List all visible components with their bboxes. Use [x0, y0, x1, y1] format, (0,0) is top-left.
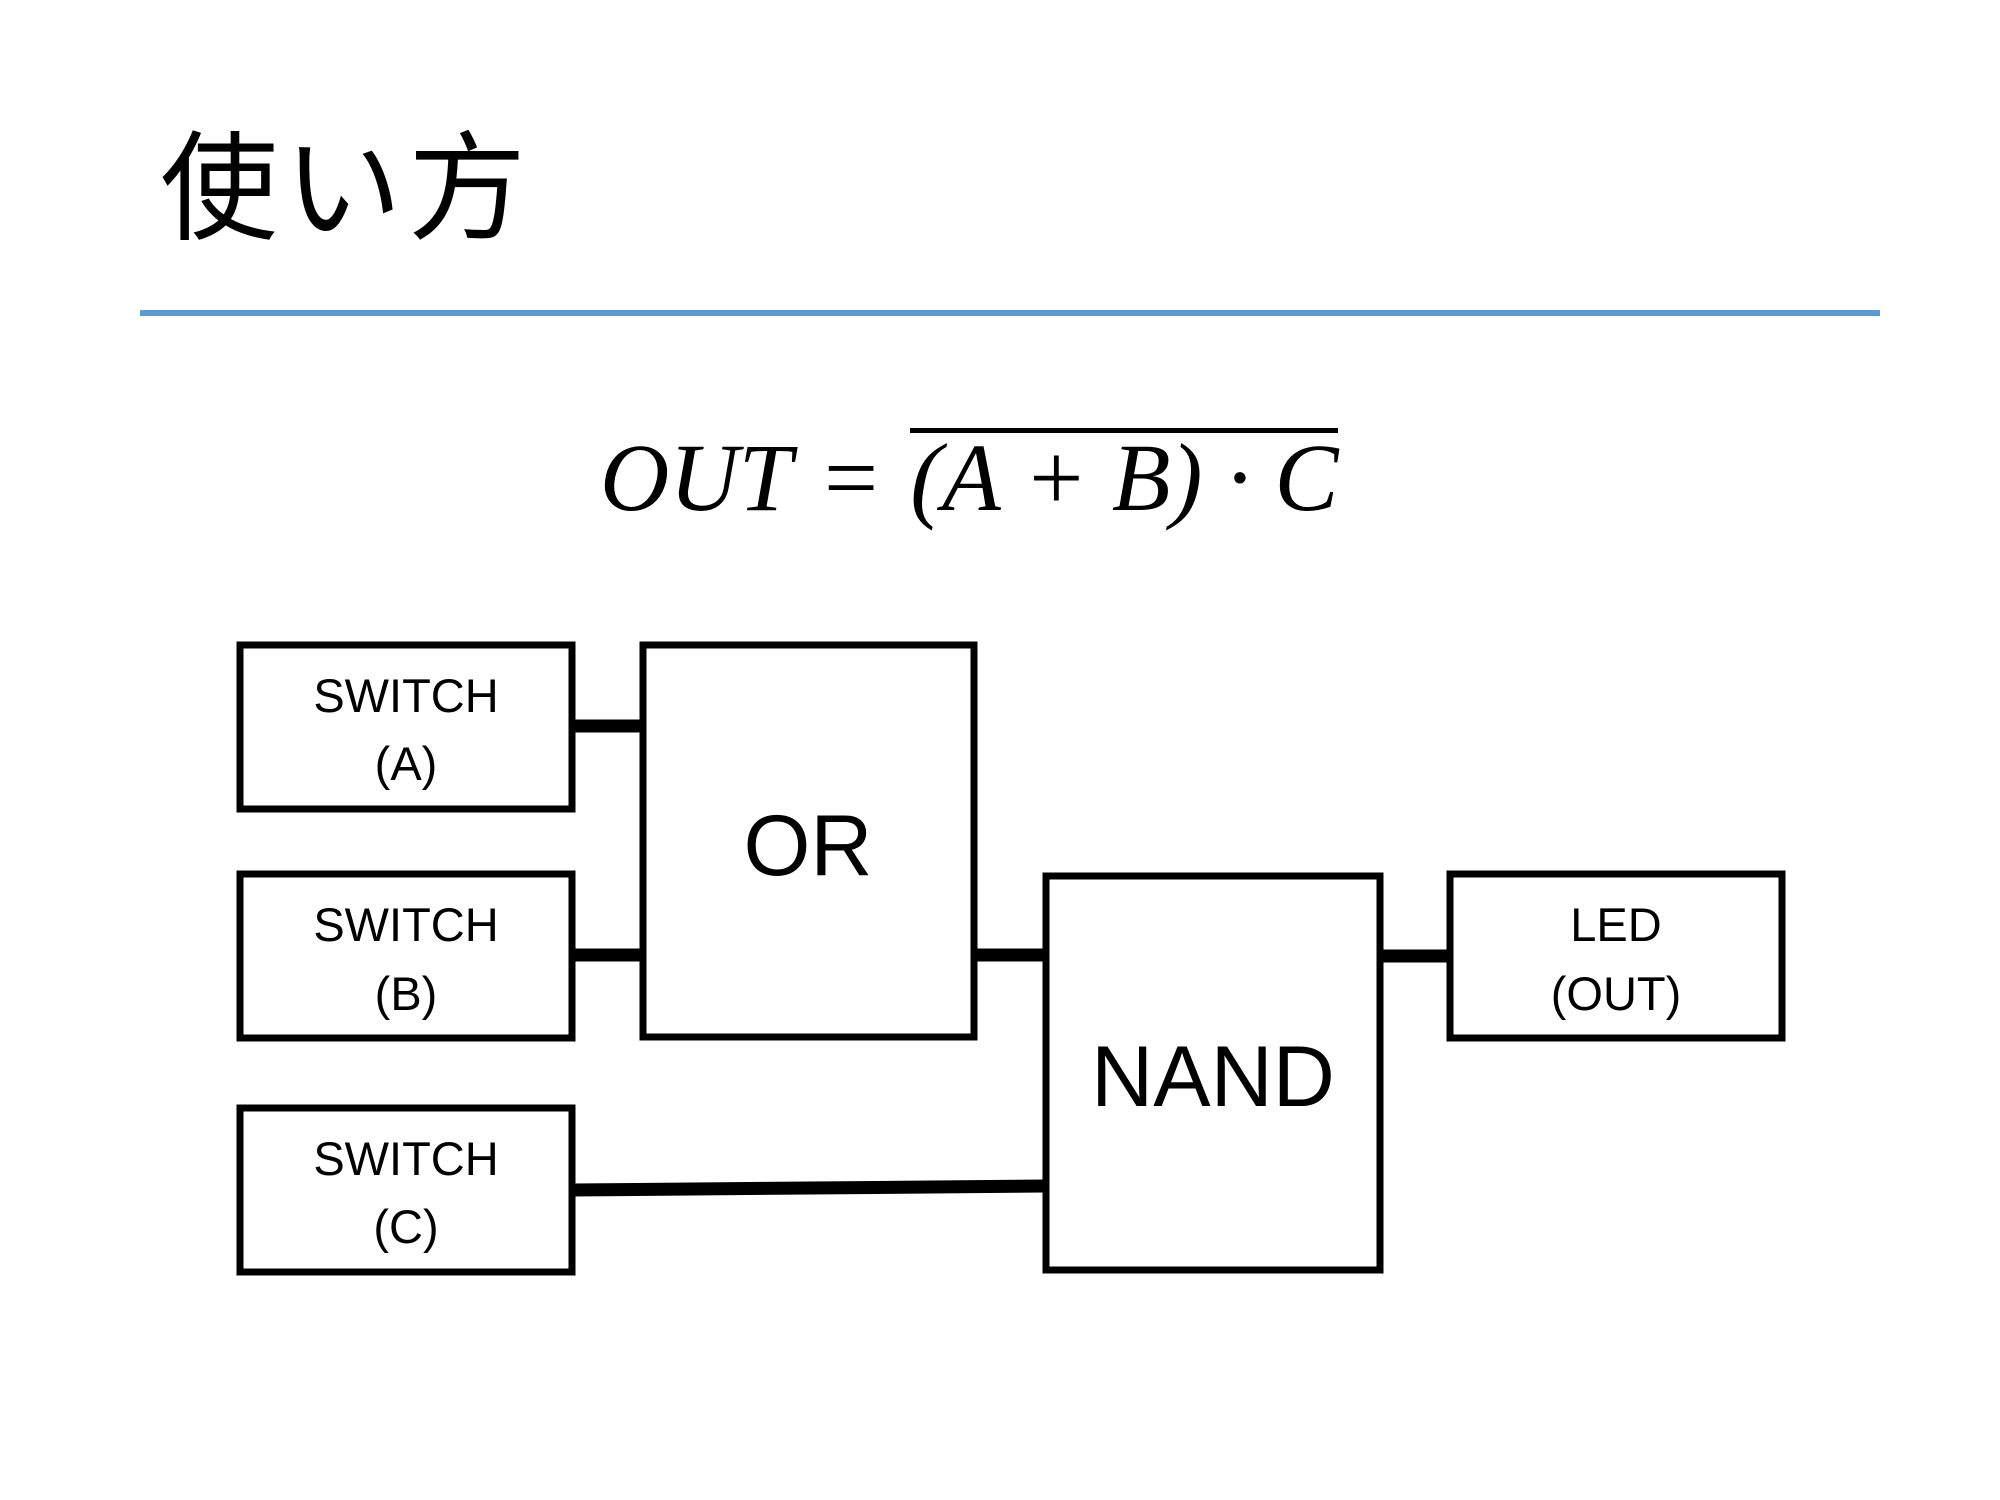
led-line1: LED [1570, 898, 1661, 951]
switch-c-line2: (C) [373, 1200, 438, 1253]
switch-a-frame [236, 641, 576, 813]
switch-c-frame [236, 1104, 576, 1276]
formula-negation-bar [910, 428, 1339, 433]
switch-b-frame [236, 870, 576, 1042]
boolean-formula: OUT = (A + B) · C [600, 424, 1339, 540]
switch-c-line1: SWITCH [313, 1132, 498, 1185]
switch-b-box: SWITCH (B) [236, 870, 576, 1042]
nand-gate-frame [1042, 872, 1384, 1274]
or-gate-label: OR [744, 798, 873, 894]
led-line2: (OUT) [1551, 967, 1682, 1020]
formula-lhs: OUT [600, 424, 793, 531]
led-box: LED (OUT) [1446, 870, 1786, 1042]
slide-title: 使い方 [160, 120, 533, 258]
formula-equals: = [824, 424, 879, 531]
switch-a-box: SWITCH (A) [236, 641, 576, 813]
nand-gate: NAND [1042, 872, 1384, 1274]
switch-a-line1: SWITCH [313, 669, 498, 722]
wire-switch-c-to-nand [571, 1179, 1047, 1197]
switch-b-line2: (B) [375, 967, 438, 1020]
switch-b-line1: SWITCH [313, 898, 498, 951]
nand-gate-label: NAND [1091, 1029, 1335, 1125]
switch-c-box: SWITCH (C) [236, 1104, 576, 1276]
or-gate: OR [639, 641, 978, 1041]
formula-rhs: (A + B) · C [910, 428, 1339, 526]
or-gate-frame [639, 641, 978, 1041]
switch-a-line2: (A) [375, 737, 438, 790]
title-divider [140, 310, 1880, 316]
led-frame [1446, 870, 1786, 1042]
formula-rhs-expression: (A + B) · C [910, 424, 1339, 531]
